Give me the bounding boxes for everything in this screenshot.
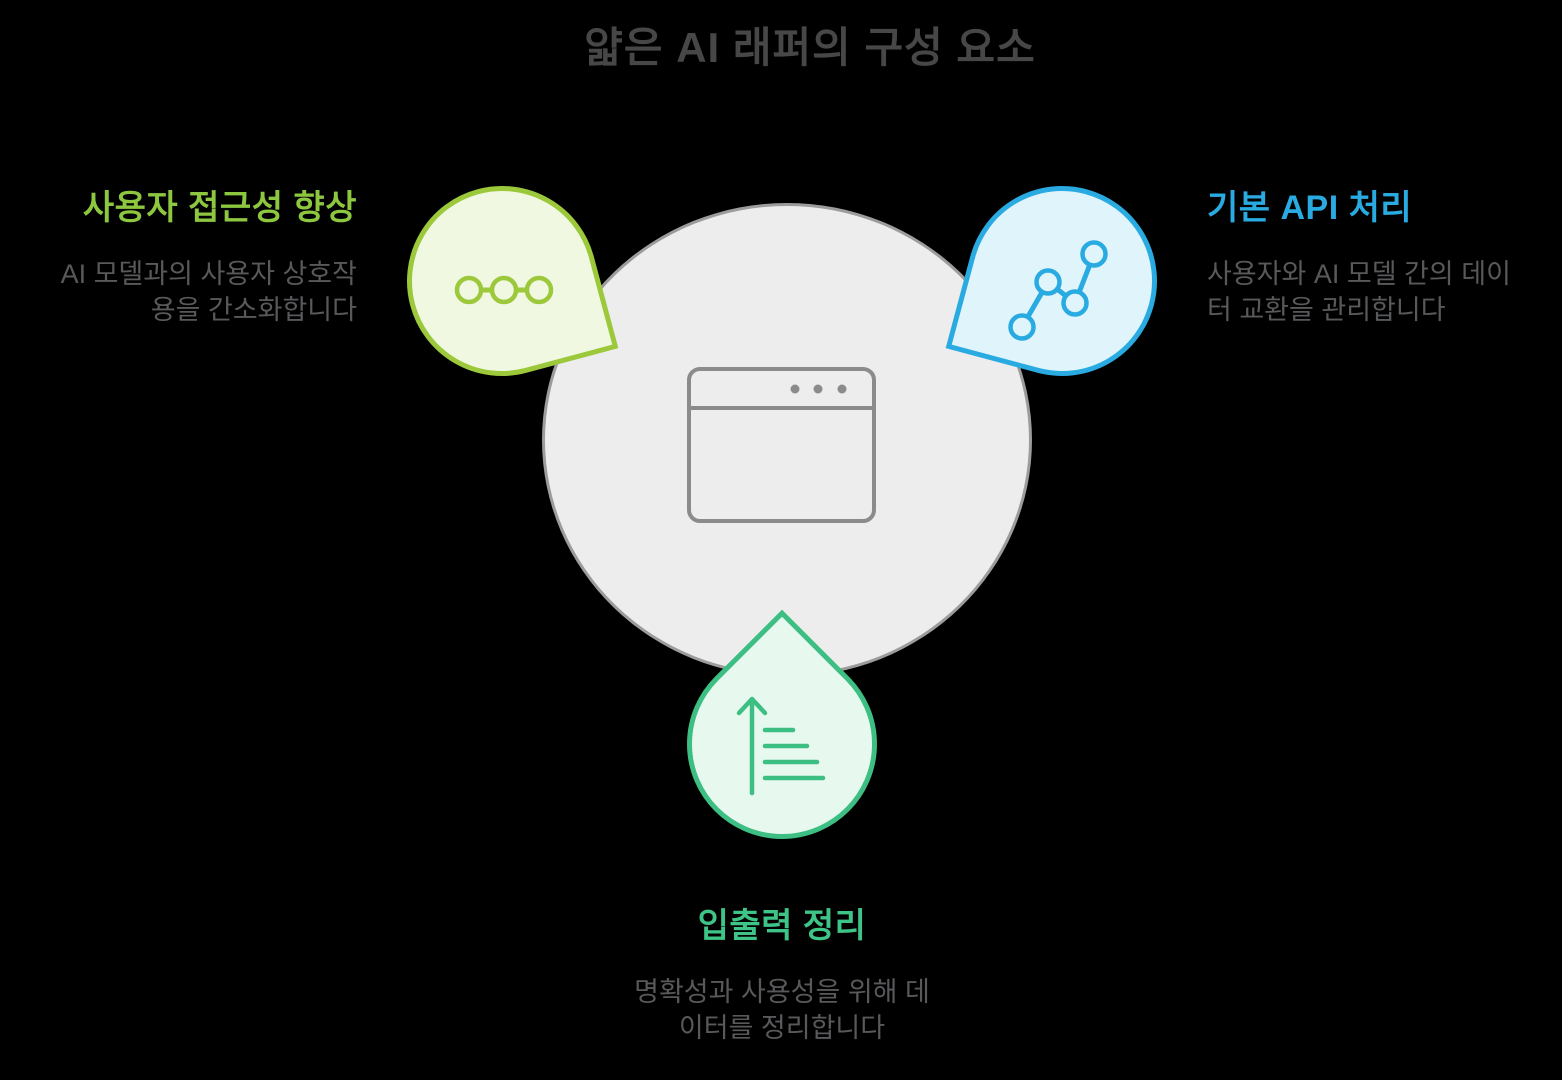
heading-io-cleanup: 입출력 정리: [697, 907, 867, 945]
label-io-cleanup: 입출력 정리 명확성과 사용성을 위해 데 이터를 정리합니다: [532, 904, 1032, 1046]
node-link-icon: [454, 275, 554, 305]
central-circle: [542, 203, 1032, 677]
browser-window-icon: [687, 367, 876, 523]
diagram-title: 얇은 AI 래퍼의 구성 요소: [584, 24, 1036, 71]
description-basic-api-handling: 사용자와 AI 모델 간의 데이 터 교환을 관리합니다: [1207, 259, 1511, 325]
heading-user-accessibility: 사용자 접근성 향상: [82, 189, 357, 227]
description-io-cleanup: 명확성과 사용성을 위해 데 이터를 정리합니다: [634, 977, 930, 1043]
heading-basic-api-handling: 기본 API 처리: [1207, 189, 1413, 227]
sort-ascending-icon: [736, 696, 826, 796]
description-user-accessibility: AI 모델과의 사용자 상호작 용을 간소화합니다: [60, 259, 357, 325]
label-user-accessibility: 사용자 접근성 향상 AI 모델과의 사용자 상호작 용을 간소화합니다: [35, 186, 357, 328]
label-basic-api-handling: 기본 API 처리 사용자와 AI 모델 간의 데이 터 교환을 관리합니다: [1207, 186, 1547, 328]
line-chart-icon: [1008, 240, 1108, 341]
